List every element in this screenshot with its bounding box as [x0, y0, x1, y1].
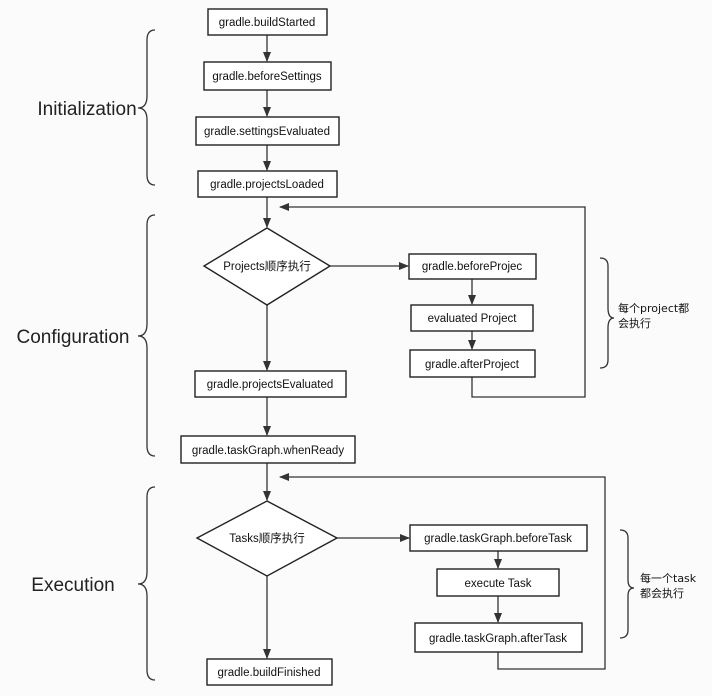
- per-project-note-line1: 每个project都: [618, 301, 689, 315]
- node-projects-loaded: gradle.projectsLoaded: [197, 170, 338, 198]
- node-after-task-label: gradle.taskGraph.afterTask: [429, 633, 567, 645]
- stage-label-initialization: Initialization: [37, 99, 136, 120]
- stage-label-execution: Execution: [31, 575, 114, 596]
- node-projects-evaluated: gradle.projectsEvaluated: [194, 370, 347, 398]
- node-tasks-loop-label: Tasks顺序执行: [229, 531, 304, 545]
- node-evaluated-project-label: evaluated Project: [428, 313, 518, 325]
- node-after-project: gradle.afterProject: [409, 349, 536, 378]
- node-tasks-loop: Tasks顺序执行: [195, 500, 339, 577]
- node-when-ready: gradle.taskGraph.whenReady: [180, 435, 356, 464]
- node-when-ready-label: gradle.taskGraph.whenReady: [192, 445, 344, 457]
- node-projects-loaded-label: gradle.projectsLoaded: [210, 179, 324, 191]
- configuration-brace: [137, 214, 156, 457]
- node-after-task: gradle.taskGraph.afterTask: [414, 622, 583, 653]
- node-before-settings: gradle.beforeSettings: [203, 61, 332, 91]
- node-before-project: gradle.beforeProjec: [408, 253, 537, 280]
- node-settings-evaluated-label: gradle.settingsEvaluated: [204, 126, 330, 138]
- node-evaluated-project: evaluated Project: [410, 304, 534, 332]
- node-projects-evaluated-label: gradle.projectsEvaluated: [207, 379, 334, 391]
- per-task-brace: [619, 529, 635, 639]
- node-before-project-label: gradle.beforeProjec: [422, 261, 523, 273]
- node-build-finished-label: gradle.buildFinished: [218, 667, 321, 679]
- node-before-task-label: gradle.taskGraph.beforeTask: [424, 533, 572, 545]
- stage-label-configuration: Configuration: [16, 327, 129, 348]
- execution-brace: [137, 486, 156, 681]
- per-task-note-line1: 每一个task: [640, 571, 697, 585]
- node-execute-task: execute Task: [436, 568, 560, 597]
- node-before-task: gradle.taskGraph.beforeTask: [409, 524, 588, 552]
- node-build-started-label: gradle.buildStarted: [219, 17, 316, 29]
- node-after-project-label: gradle.afterProject: [425, 359, 520, 371]
- node-settings-evaluated: gradle.settingsEvaluated: [195, 116, 340, 146]
- per-project-note-line2: 会执行: [618, 316, 651, 330]
- node-projects-loop: Projects顺序执行: [202, 227, 332, 306]
- node-build-started: gradle.buildStarted: [207, 8, 328, 36]
- node-execute-task-label: execute Task: [465, 578, 532, 590]
- per-project-brace: [599, 257, 615, 369]
- initialization-brace: [137, 29, 156, 186]
- node-build-finished: gradle.buildFinished: [206, 658, 333, 686]
- per-task-note-line2: 都会执行: [640, 586, 684, 600]
- node-projects-loop-label: Projects顺序执行: [223, 259, 311, 273]
- node-before-settings-label: gradle.beforeSettings: [212, 71, 322, 83]
